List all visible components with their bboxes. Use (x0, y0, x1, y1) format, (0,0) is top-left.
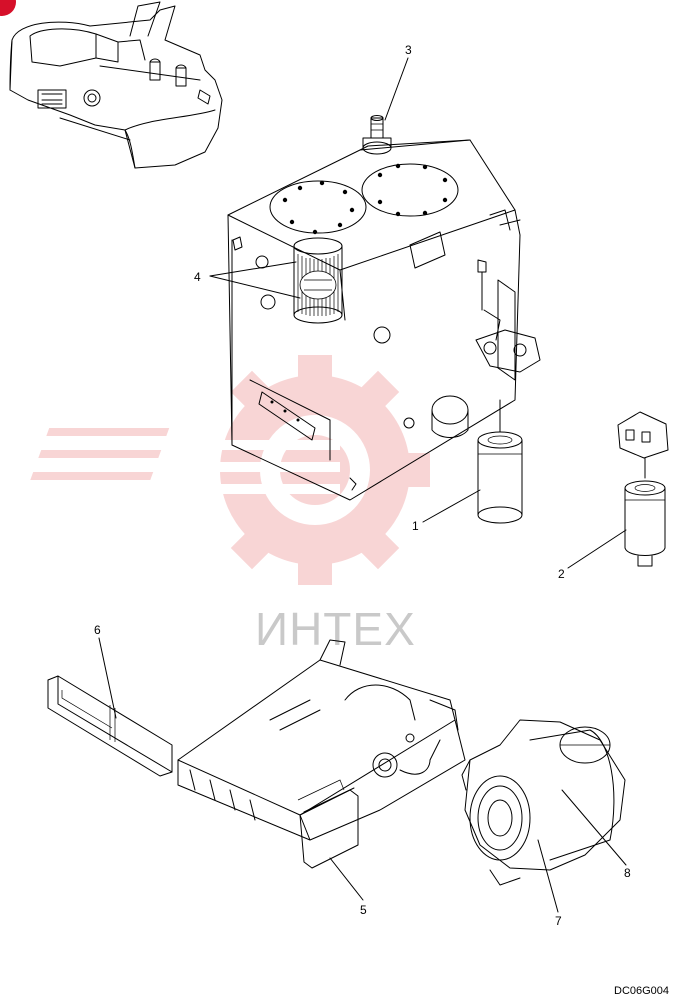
oil-filter-part (475, 259, 541, 524)
breather-part (362, 115, 392, 155)
callout-1: 1 (412, 519, 419, 533)
aircon-unit (177, 639, 466, 841)
fuel-filter-part (617, 411, 669, 567)
drawing-code: DC06G004 (614, 985, 669, 997)
callout-labels: 3 4 1 2 6 5 7 8 (94, 43, 631, 928)
leader-line-5 (329, 857, 364, 901)
callout-3: 3 (405, 43, 412, 57)
machine-overview (9, 1, 223, 169)
leader-line-7 (537, 839, 559, 913)
leader-line-6 (98, 637, 117, 719)
callout-8: 8 (624, 866, 631, 880)
callout-2: 2 (558, 567, 565, 581)
callout-7: 7 (555, 914, 562, 928)
return-filter-part (293, 237, 343, 324)
watermark-gear-icon (30, 355, 430, 585)
hydraulic-tank (227, 139, 521, 501)
leader-line-2 (567, 529, 627, 569)
watermark-text: ИНТЕХ (255, 603, 416, 655)
leader-lines (98, 57, 627, 913)
leader-line-4b (209, 275, 301, 299)
callout-4: 4 (194, 270, 201, 284)
aircon-filter-outer-part (47, 675, 173, 777)
leader-line-1 (422, 489, 481, 523)
leader-line-3 (384, 57, 409, 121)
aircon-filter-inner-part (297, 779, 359, 869)
callout-5: 5 (360, 903, 367, 917)
callout-6: 6 (94, 623, 101, 637)
corner-marker-icon (0, 0, 16, 16)
leader-line-4a (209, 261, 297, 277)
leader-line-8 (561, 789, 627, 866)
air-cleaner-part (461, 719, 626, 886)
